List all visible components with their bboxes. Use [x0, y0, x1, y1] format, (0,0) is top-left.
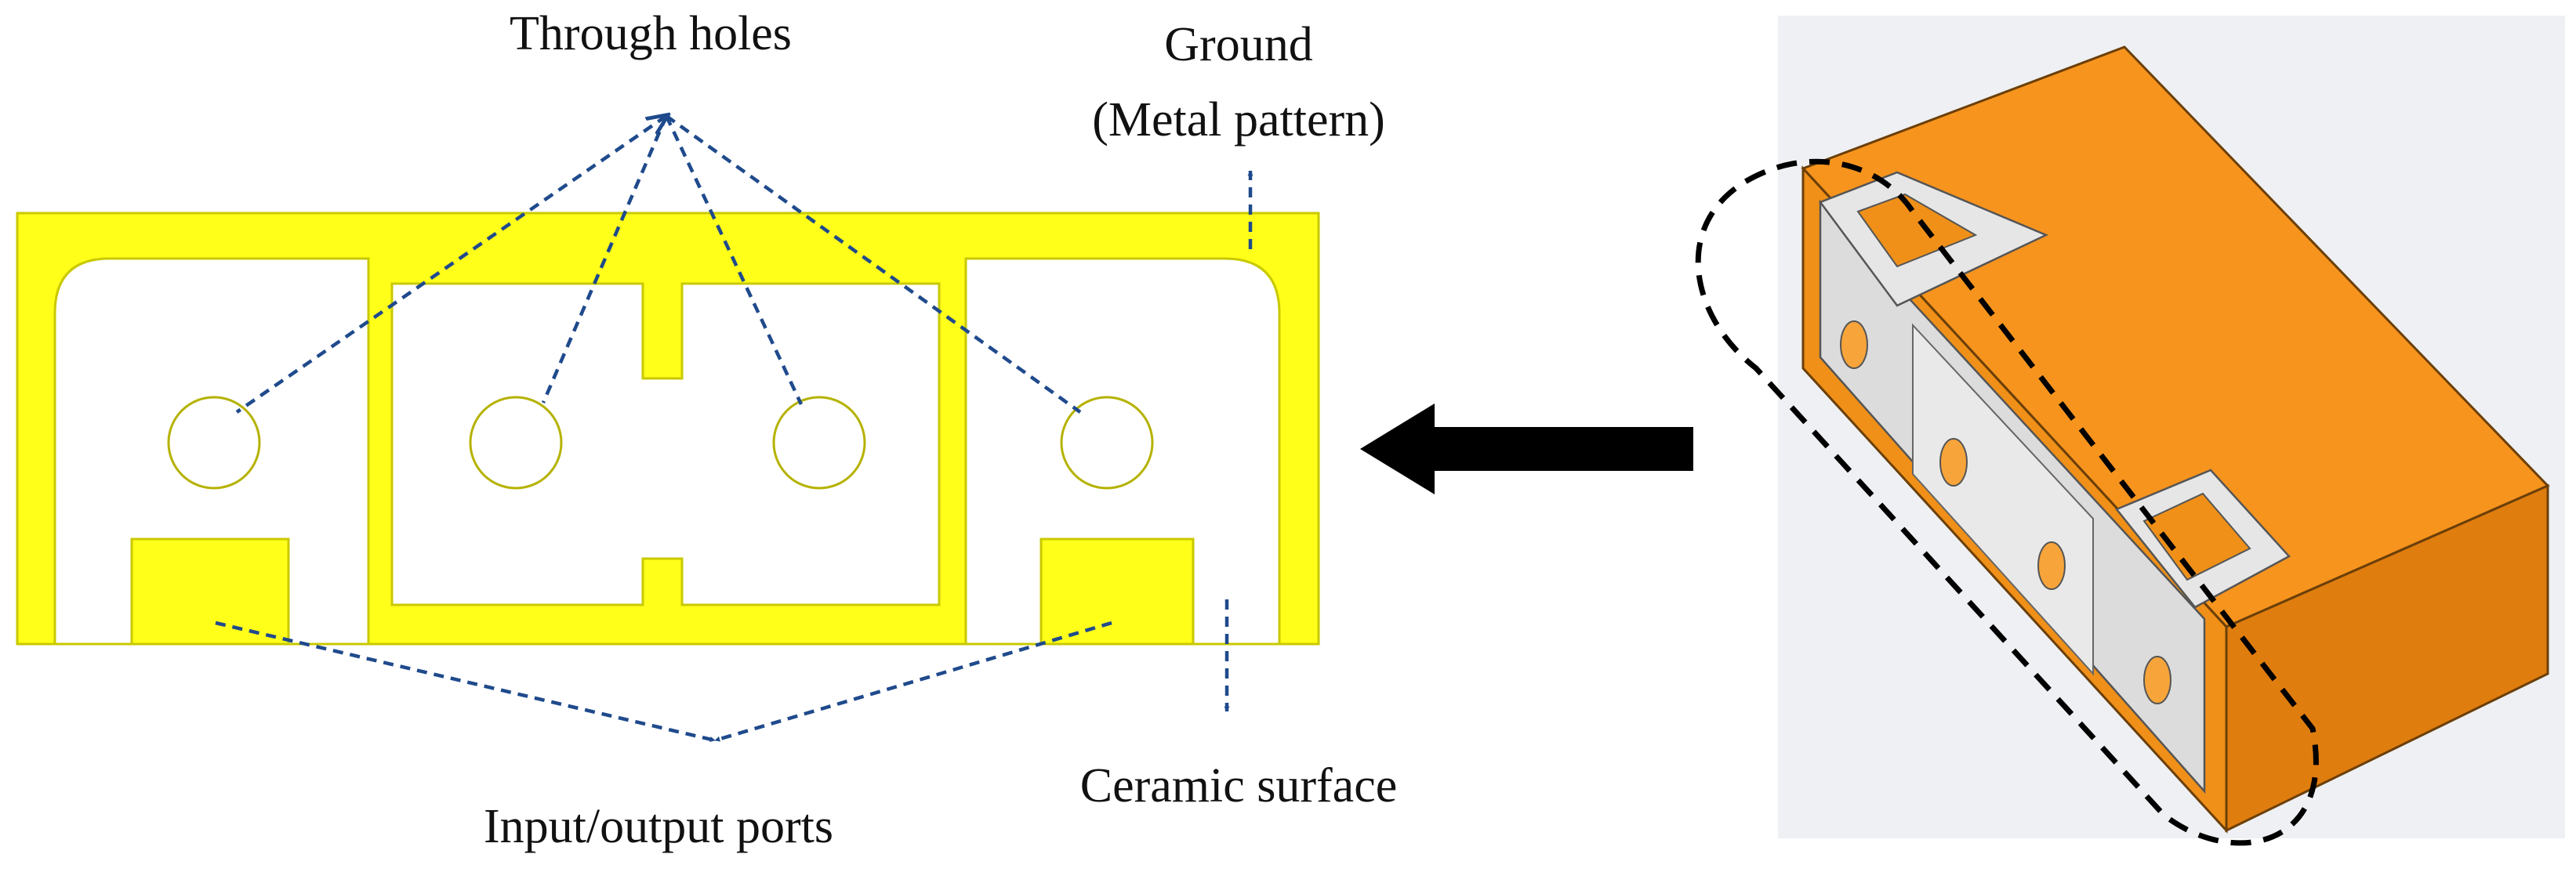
transform-arrow-head	[1360, 404, 1435, 494]
metal-pattern-label: (Metal pattern)	[1092, 93, 1385, 147]
center-cavity-cutout	[390, 282, 941, 606]
transform-arrow-shaft	[1419, 427, 1693, 471]
block-hole-2	[1939, 438, 1968, 487]
through-hole-3	[772, 396, 866, 490]
top-metal-opening-left	[1856, 193, 1978, 268]
through-hole-1	[167, 396, 261, 490]
through-hole-2	[469, 396, 563, 490]
block-hole-4	[2143, 656, 2171, 704]
ceramic-surface-label: Ceramic surface	[1079, 759, 1398, 812]
arrow-to-hole-2	[541, 115, 669, 404]
arrow-to-hole-1	[235, 116, 666, 414]
ground-label: Ground	[1164, 18, 1313, 71]
metal-pattern-drawing	[16, 212, 1320, 646]
highlight-loop	[1695, 158, 2319, 846]
arrow-to-hole-3	[664, 115, 804, 405]
annotation-arrows	[215, 115, 1254, 743]
ceramic-block-3d	[1695, 16, 2565, 846]
io-ports-label: Input/output ports	[483, 800, 834, 853]
through-hole-4	[1060, 396, 1154, 490]
top-metal-opening-right	[2142, 492, 2251, 581]
block-hole-3	[2037, 541, 2066, 590]
transform-arrow	[1360, 404, 1693, 494]
block-hole-1	[1840, 320, 1868, 369]
through-holes-label: Through holes	[510, 7, 792, 60]
